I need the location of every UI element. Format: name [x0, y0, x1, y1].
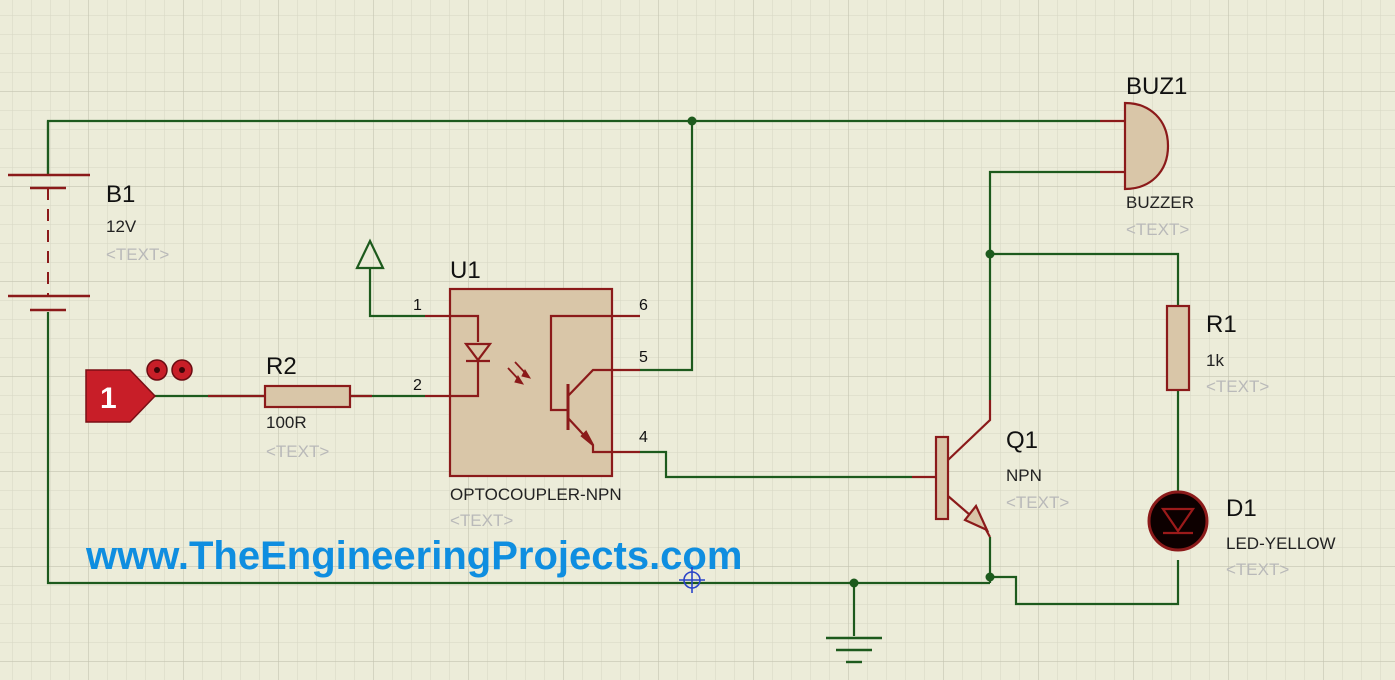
transistor-q1[interactable]	[912, 400, 992, 538]
u1-emitter-arrow	[580, 430, 594, 446]
u1-pin5-label: 5	[639, 349, 648, 366]
r1-value: 1k	[1206, 351, 1224, 370]
u1-led-wire-bottom	[450, 362, 480, 398]
logic-probe-icon[interactable]	[146, 359, 193, 381]
d1-value: LED-YELLOW	[1226, 534, 1336, 553]
u1-led-wire-top	[450, 314, 480, 342]
q1-value: NPN	[1006, 466, 1042, 485]
junction-collector	[985, 249, 995, 259]
junction-top	[687, 116, 697, 126]
b1-text-placeholder: <TEXT>	[106, 245, 169, 264]
b1-ref: B1	[106, 181, 135, 208]
wire-d1-return[interactable]	[990, 560, 1180, 606]
r1-ref: R1	[1206, 311, 1237, 338]
u1-base-wire	[549, 314, 612, 412]
buz1-value: BUZZER	[1126, 193, 1194, 212]
d1-ref: D1	[1226, 495, 1257, 522]
watermark: www.TheEngineeringProjects.com	[85, 534, 742, 578]
u1-pin4-label: 4	[639, 429, 648, 446]
junction-emitter	[985, 572, 995, 582]
u1-value: OPTOCOUPLER-NPN	[450, 485, 622, 504]
q1-ref: Q1	[1006, 427, 1038, 454]
u1-pin2-label: 2	[413, 377, 422, 394]
led-d1[interactable]	[1147, 490, 1209, 552]
resistor-r2[interactable]	[208, 384, 372, 409]
q1-emitter-arrow	[963, 503, 990, 533]
wire-bottom-rail[interactable]	[46, 312, 990, 585]
d1-text-placeholder: <TEXT>	[1226, 560, 1289, 579]
u1-pin6-label: 6	[639, 297, 648, 314]
junction-gnd	[849, 578, 859, 588]
wire-u1-q1-base[interactable]	[640, 450, 912, 479]
ground-icon[interactable]	[826, 636, 882, 664]
wire-collector-r1[interactable]	[990, 252, 1180, 306]
vcc-arrow-icon	[355, 238, 385, 270]
power-terminal-icon[interactable]: 1	[85, 369, 157, 423]
wires	[46, 119, 1180, 636]
buz1-ref: BUZ1	[1126, 73, 1187, 100]
r2-body	[263, 384, 352, 409]
resistor-r1[interactable]	[1165, 304, 1191, 392]
junctions	[687, 116, 995, 588]
q1-base-bar	[934, 435, 950, 521]
u1-emitter	[567, 417, 612, 454]
buz1-body	[1123, 101, 1170, 191]
r2-ref: R2	[266, 353, 297, 380]
d1-lens	[1147, 490, 1209, 552]
crosshair-icon	[679, 567, 705, 593]
battery-b1[interactable]	[8, 121, 90, 312]
wire-buzzer-collector[interactable]	[988, 170, 1100, 400]
b1-value: 12V	[106, 217, 137, 236]
r1-text-placeholder: <TEXT>	[1206, 377, 1269, 396]
u1-light-head-1	[514, 374, 525, 385]
buz1-text-placeholder: <TEXT>	[1126, 220, 1189, 239]
r2-value: 100R	[266, 413, 307, 432]
u1-pin1-label: 1	[413, 297, 422, 314]
u1-text-placeholder: <TEXT>	[450, 511, 513, 530]
optocoupler-u1[interactable]	[425, 287, 640, 478]
u1-led-triangle	[463, 342, 493, 362]
terminal-label: 1	[100, 382, 117, 415]
q1-text-placeholder: <TEXT>	[1006, 493, 1069, 512]
u1-ref: U1	[450, 257, 481, 284]
r1-body	[1165, 304, 1191, 392]
buzzer-buz1[interactable]	[1100, 101, 1170, 191]
d1-triangle	[1160, 507, 1196, 533]
q1-collector	[947, 400, 992, 461]
wire-vcc-probe[interactable]	[368, 268, 425, 318]
u1-light-head-2	[521, 368, 532, 379]
r2-text-placeholder: <TEXT>	[266, 442, 329, 461]
wire-u1-pin5[interactable]	[640, 121, 694, 372]
u1-collector	[567, 368, 612, 397]
